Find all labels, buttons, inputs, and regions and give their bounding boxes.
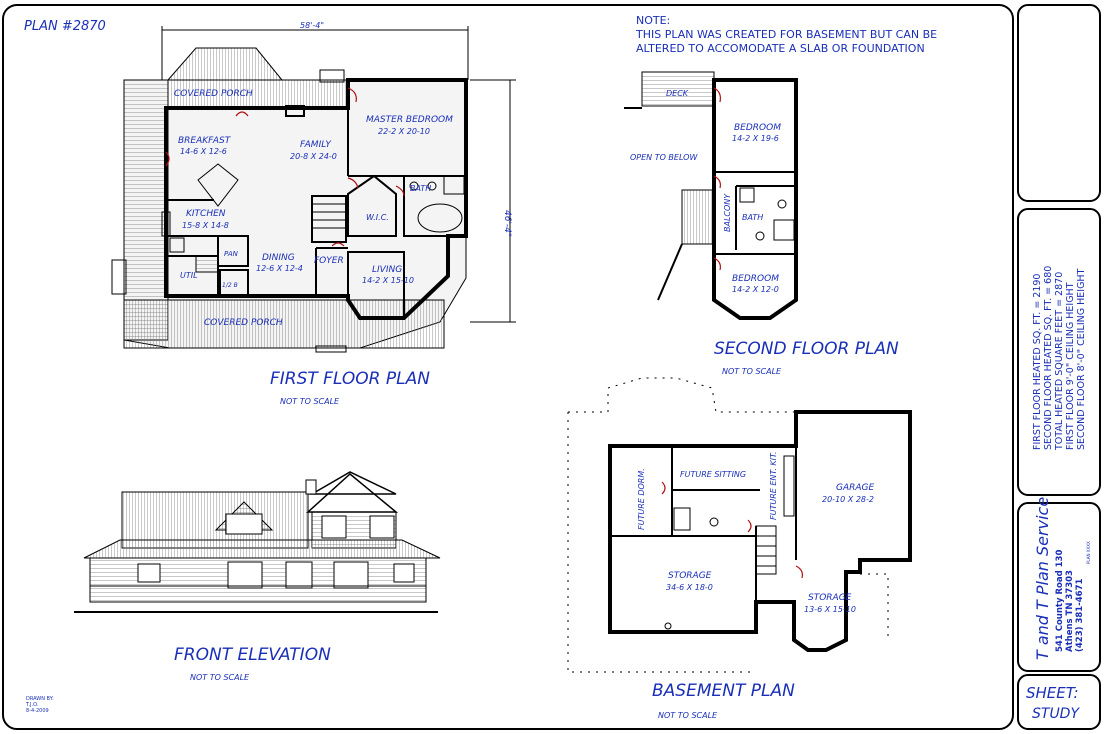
ff-halfbath-label: 1/2 B (222, 282, 238, 289)
note-line-2: THIS PLAN WAS CREATED FOR BASEMENT BUT C… (635, 28, 937, 41)
ff-porch-top-label: COVERED PORCH (174, 89, 253, 99)
sf-bedroom1-size: 14-2 X 19-6 (732, 134, 779, 143)
main-border (2, 4, 1014, 730)
bp-storage1-label: STORAGE (668, 571, 712, 581)
company-block (1017, 502, 1101, 672)
ff-bath-label: BATH (410, 184, 431, 193)
ff-master-size: 22-2 X 20-10 (378, 127, 430, 136)
ff-breakfast-size: 14-6 X 12-6 (180, 147, 227, 156)
sf-open-below-label: OPEN TO BELOW (630, 153, 698, 162)
company-address: 541 County Road 130 (1055, 550, 1065, 652)
ff-kitchen-label: KITCHEN (186, 209, 226, 219)
specs-block (1017, 208, 1101, 496)
company-name: T and T Plan Service (1033, 497, 1052, 660)
sf-bath-label: BATH (742, 213, 763, 222)
ff-dining-size: 12-6 X 12-4 (256, 264, 303, 273)
sheet-value: STUDY (1032, 706, 1080, 722)
sheet-label: SHEET: (1026, 684, 1079, 702)
company-small: PLAN XXXX (1086, 541, 1091, 564)
bp-future-dorm-label: FUTURE DORM. (637, 468, 646, 530)
ff-family-size: 20-8 X 24-0 (290, 152, 337, 161)
bp-storage2-label: STORAGE (808, 593, 852, 603)
bp-garage-size: 20-10 X 28-2 (822, 495, 874, 504)
ff-scale: NOT TO SCALE (280, 397, 340, 406)
spec-line-2: SECOND FLOOR HEATED SQ. FT. = 680 (1043, 266, 1054, 450)
front-elevation: FRONT ELEVATION NOT TO SCALE (74, 471, 441, 682)
note-line-1: NOTE: (636, 14, 670, 27)
ff-porch-bottom-label: COVERED PORCH (204, 318, 283, 328)
ff-family-label: FAMILY (300, 140, 332, 150)
sf-bedroom2-size: 14-2 X 12-0 (732, 285, 779, 294)
ff-living-label: LIVING (372, 265, 402, 275)
bp-scale: NOT TO SCALE (658, 711, 718, 720)
note-line-3: ALTERED TO ACCOMODATE A SLAB OR FOUNDATI… (636, 42, 925, 55)
sf-title: SECOND FLOOR PLAN (714, 339, 899, 359)
ff-depth-dim: 46'-4" (502, 210, 512, 237)
basement-plan: FUTURE DORM. FUTURE SITTING FUTURE ENT. … (567, 377, 912, 720)
specs-text: FIRST FLOOR HEATED SQ. FT. = 2190 SECOND… (1032, 266, 1087, 451)
ff-foyer-label: FOYER (314, 256, 344, 266)
ff-breakfast-label: BREAKFAST (178, 136, 232, 146)
bp-storage2-size: 13-6 X 15-10 (804, 605, 856, 614)
second-floor-plan: DECK OPEN TO BELOW BEDROOM 14-2 X 19-6 B… (624, 71, 899, 376)
bp-future-ent-label: FUTURE ENT. KIT. (769, 451, 778, 520)
fe-title: FRONT ELEVATION (174, 645, 331, 665)
sf-balcony-label: BALCONY (723, 193, 732, 232)
company-text: T and T Plan Service 541 County Road 130… (1033, 497, 1091, 660)
bp-future-sitting-label: FUTURE SITTING (680, 470, 746, 479)
sf-scale: NOT TO SCALE (722, 367, 782, 376)
drawn-by-line-2: T.J.O. (25, 702, 39, 708)
plan-number: PLAN #2870 (24, 19, 106, 34)
ff-title: FIRST FLOOR PLAN (270, 369, 430, 389)
ff-dining-label: DINING (262, 253, 295, 263)
ff-pan-label: PAN (224, 250, 239, 258)
ff-kitchen-size: 15-8 X 14-8 (182, 221, 229, 230)
first-floor-plan: 58'-4" 46'-4" (111, 21, 516, 406)
drawn-by-line-3: 8-4-2009 (26, 708, 49, 714)
ff-living-size: 14-2 X 15-10 (362, 276, 414, 285)
ff-util-label: UTIL (180, 271, 198, 280)
ff-width-dim: 58'-4" (300, 21, 324, 30)
ff-wic-label: W.I.C. (366, 213, 389, 222)
drawn-by-line-1: DRAWN BY: (26, 696, 54, 702)
company-phone: (423) 381-4671 (1075, 579, 1085, 652)
spec-line-4: FIRST FLOOR 9'-0" CEILING HEIGHT (1065, 282, 1076, 450)
spec-line-1: FIRST FLOOR HEATED SQ. FT. = 2190 (1032, 274, 1043, 450)
company-city: Athens TN 37303 (1065, 570, 1075, 652)
sheet-block (1017, 674, 1101, 730)
bp-garage-label: GARAGE (836, 483, 875, 493)
sf-bedroom2-label: BEDROOM (732, 274, 779, 284)
bp-storage1-size: 34-6 X 18-0 (666, 583, 713, 592)
spec-line-3: TOTAL HEATED SQUARE FEET = 2870 (1054, 272, 1065, 451)
spec-line-5: SECOND FLOOR 8'-0" CEILING HEIGHT (1076, 268, 1087, 450)
sf-deck-label: DECK (666, 89, 689, 98)
title-block-top (1017, 4, 1101, 202)
fe-scale: NOT TO SCALE (190, 673, 250, 682)
ff-master-label: MASTER BEDROOM (366, 115, 453, 125)
sf-bedroom1-label: BEDROOM (734, 123, 781, 133)
bp-title: BASEMENT PLAN (652, 681, 795, 701)
